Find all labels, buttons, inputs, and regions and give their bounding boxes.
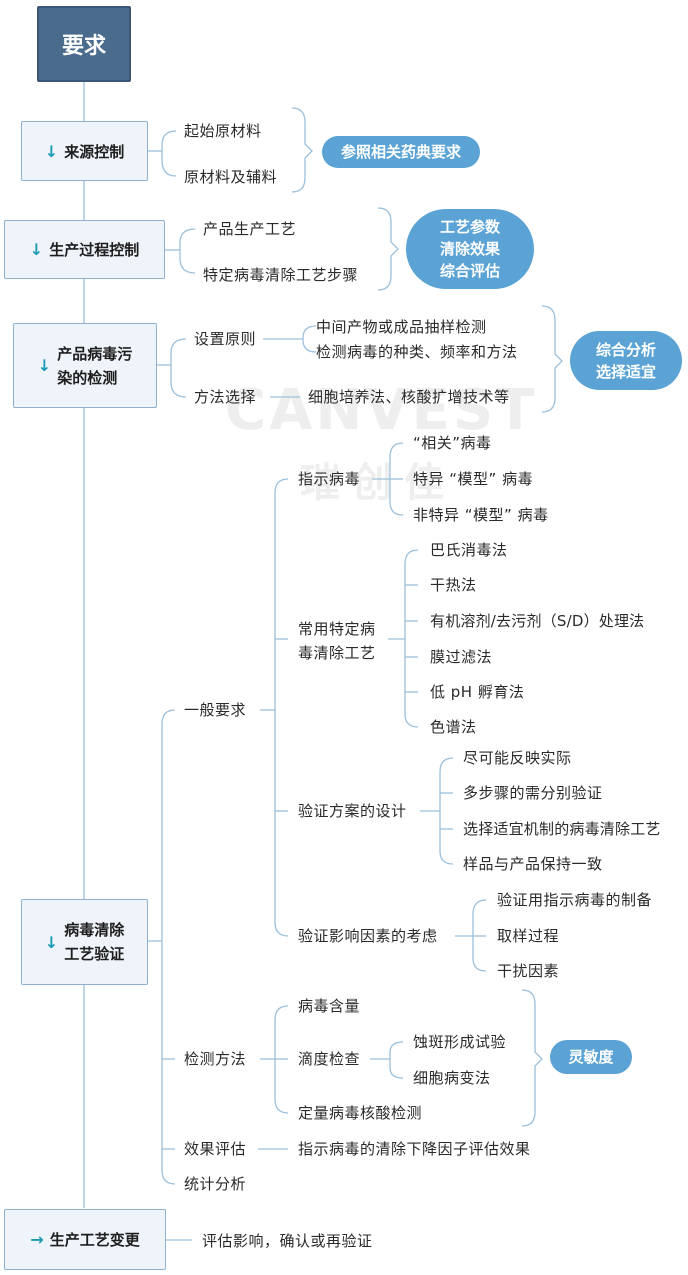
detection-method-main-label: 检测方法 (184, 1050, 247, 1068)
arrow-right-icon: → (30, 1230, 44, 1249)
node-process-control: ↓生产过程控制 (4, 220, 165, 279)
common-item-2: 干热法 (430, 576, 477, 594)
detection-principle-item-2: 检测病毒的种类、频率和方法 (316, 343, 518, 361)
design-item-2: 多步骤的需分别验证 (463, 784, 603, 802)
nucleic-item: 定量病毒核酸检测 (298, 1104, 423, 1122)
factors-item-2: 取样过程 (497, 927, 560, 945)
common-process-label: 常用特定病毒清除工艺 (298, 620, 376, 662)
watermark-text: 璀创佳 (300, 460, 456, 506)
node-product-detection: ↓ 产品病毒污染的检测 (13, 323, 157, 408)
effect-item: 指示病毒的清除下降因子评估效果 (298, 1140, 531, 1158)
process-note-pill: 工艺参数清除效果综合评估 (406, 209, 534, 289)
arrow-down-icon: ↓ (44, 932, 59, 952)
source-item-2: 原材料及辅料 (184, 168, 278, 186)
source-item-1: 起始原材料 (184, 122, 262, 140)
design-item-3: 选择适宜机制的病毒清除工艺 (463, 820, 661, 838)
factors-label: 验证影响因素的考虑 (298, 927, 438, 945)
detection-note-pill: 综合分析选择适宜 (570, 331, 682, 390)
arrow-down-icon: ↓ (44, 141, 59, 161)
titer-item-1: 蚀斑形成试验 (413, 1033, 507, 1051)
process-item-2: 特定病毒清除工艺步骤 (203, 266, 359, 284)
design-item-1: 尽可能反映实际 (463, 749, 572, 767)
source-note-pill: 参照相关药典要求 (322, 136, 480, 168)
titer-check-label: 滴度检查 (298, 1050, 361, 1068)
design-item-4: 样品与产品保持一致 (463, 855, 603, 873)
stats-label: 统计分析 (184, 1175, 247, 1193)
factors-item-1: 验证用指示病毒的制备 (497, 891, 653, 909)
indicator-item-2: 特异 “模型” 病毒 (413, 470, 534, 488)
effect-label: 效果评估 (184, 1140, 247, 1158)
arrow-down-icon: ↓ (37, 356, 52, 375)
indicator-item-1: “相关”病毒 (413, 434, 492, 452)
detection-method-item: 细胞培养法、核酸扩增技术等 (308, 388, 510, 406)
detection-principle-item-1: 中间产物或成品抽样检测 (316, 318, 487, 336)
node-process-change: →生产工艺变更 (4, 1209, 166, 1270)
common-item-4: 膜过滤法 (430, 648, 493, 666)
general-requirements-label: 一般要求 (184, 701, 247, 719)
detection-method-label: 方法选择 (194, 388, 257, 406)
titer-item-2: 细胞病变法 (413, 1069, 491, 1087)
process-item-1: 产品生产工艺 (203, 220, 297, 238)
detection-principle-label: 设置原则 (194, 330, 257, 348)
common-item-3: 有机溶剂/去污剂（S/D）处理法 (430, 612, 645, 630)
common-item-6: 色谱法 (430, 718, 477, 736)
common-item-5: 低 pH 孵育法 (430, 683, 525, 701)
watermark-logo: CANVEST (225, 378, 538, 443)
arrow-down-icon: ↓ (29, 240, 44, 259)
node-source-control: ↓来源控制 (21, 121, 148, 181)
indicator-item-3: 非特异 “模型” 病毒 (413, 506, 549, 524)
change-item: 评估影响，确认或再验证 (202, 1232, 373, 1250)
common-item-1: 巴氏消毒法 (430, 541, 508, 559)
sensitivity-pill: 灵敏度 (550, 1040, 632, 1074)
factors-item-3: 干扰因素 (497, 962, 560, 980)
root-node: 要求 (37, 6, 131, 82)
node-clearance-validation: ↓ 病毒清除工艺验证 (21, 899, 148, 985)
indicator-virus-label: 指示病毒 (298, 470, 361, 488)
design-label: 验证方案的设计 (298, 802, 407, 820)
virus-content-item: 病毒含量 (298, 997, 361, 1015)
